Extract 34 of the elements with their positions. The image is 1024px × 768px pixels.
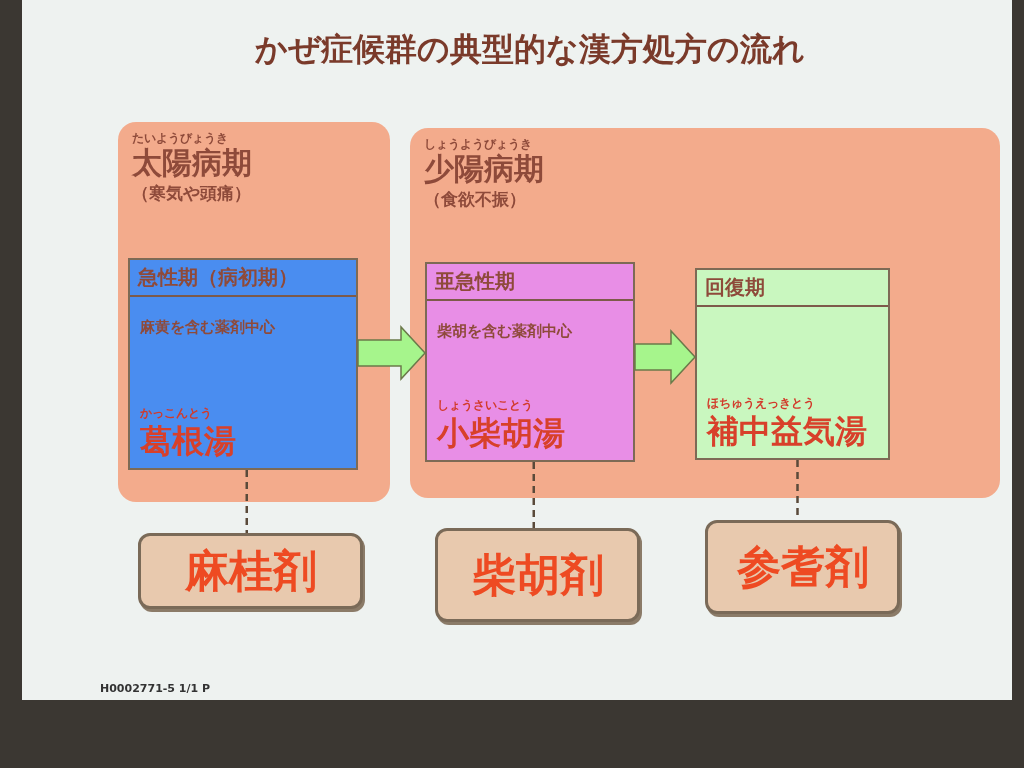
connector-line [245,470,248,533]
formula-name: 小柴胡湯 [437,415,566,452]
stage-header: 亜急性期 [427,264,633,301]
stage-box [695,268,890,460]
stage-header: 急性期（病初期） [130,260,356,297]
connector-line [532,462,535,528]
block-arrow [634,329,697,385]
formula-name: 葛根湯 [140,423,237,460]
category-text: 柴胡剤 [471,549,604,601]
phase-heading: 太陽病期 [132,145,253,181]
stage-header: 回復期 [697,270,888,307]
block-arrow [357,325,427,381]
category-text: 麻桂剤 [184,545,317,597]
furigana-text: かっこんとう [140,407,213,422]
category-text: 参耆剤 [736,541,869,593]
furigana-text: しょうさいことう [437,399,534,414]
phase-heading: 少陽病期 [424,151,545,187]
category-box [435,528,640,622]
document-code: H0002771-5 1/1 P [100,682,211,695]
furigana-text: たいようびょうき [132,132,229,146]
phase-panel [118,122,390,502]
category-box [138,533,363,609]
furigana-text: ほちゅうえっきとう [707,397,816,412]
symptom-note: （寒気や頭痛） [132,184,252,204]
furigana-text: しょうようびょうき [424,138,533,152]
phase-panel [410,128,1000,498]
description-text: 柴胡を含む薬剤中心 [437,323,573,341]
stage-box [425,262,635,462]
stage-box [128,258,358,470]
category-box [705,520,900,614]
symptom-note: （食欲不振） [424,190,527,210]
description-text: 麻黄を含む薬剤中心 [140,319,276,337]
slide-title: かぜ症候群の典型的な漢方処方の流れ [254,29,806,70]
formula-name: 補中益気湯 [707,413,868,450]
